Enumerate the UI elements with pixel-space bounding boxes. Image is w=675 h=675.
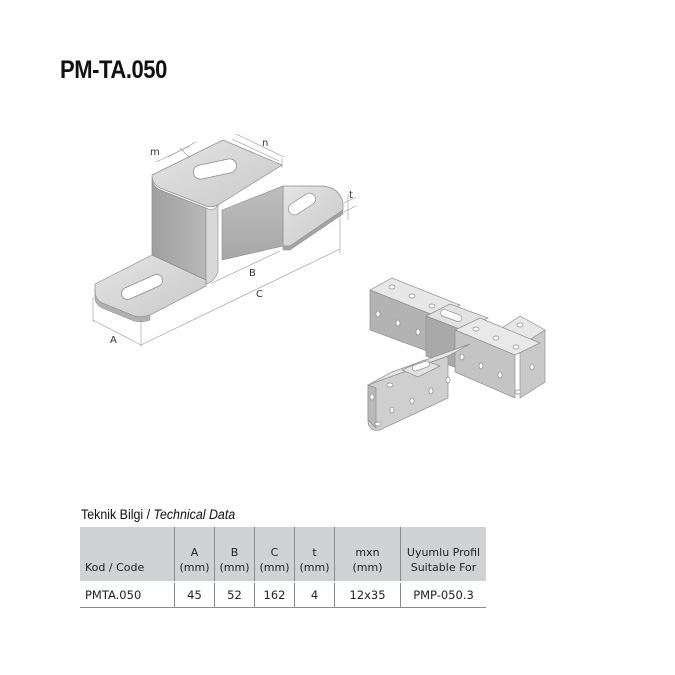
column-header-b: B(mm) [214,527,255,583]
technical-data-table: Kod / Code A(mm) B(mm) C(mm) t(mm) mxn(m… [80,527,486,608]
technical-data-title-tr: Teknik Bilgi [81,507,144,522]
column-header-mxn: mxn(mm) [334,527,401,583]
dimension-label-c: C [256,289,263,300]
cell-c: 162 [254,582,295,608]
table-row: PMTA.050 45 52 162 4 12x35 PMP-050.3 [80,582,486,608]
technical-data-title-en: Technical Data [153,507,236,522]
cell-mxn: 12x35 [334,582,401,608]
technical-data-heading: Teknik Bilgi / Technical Data [81,507,235,522]
dimension-label-a: A [110,335,117,346]
dimension-label-m: m [150,147,160,158]
dimension-label-t: t [349,190,353,201]
technical-data-separator: / [143,507,154,522]
cell-b: 52 [214,582,255,608]
dimension-label-b: B [249,268,256,279]
column-header-code: Kod / Code [80,527,175,583]
product-title: PM-TA.050 [60,56,167,84]
assembly-illustration [367,277,546,431]
dimension-label-n: n [262,138,268,149]
cell-code: PMTA.050 [80,582,175,608]
column-header-a: A(mm) [174,527,215,583]
cell-a: 45 [174,582,215,608]
table-header-row: Kod / Code A(mm) B(mm) C(mm) t(mm) mxn(m… [80,527,486,583]
bracket-drawing: m n t A B C [92,133,357,347]
cell-t: 4 [294,582,335,608]
cell-suitable-for: PMP-050.3 [400,582,486,608]
column-header-c: C(mm) [254,527,295,583]
column-header-t: t(mm) [294,527,335,583]
technical-drawings: m n t A B C [92,133,546,431]
